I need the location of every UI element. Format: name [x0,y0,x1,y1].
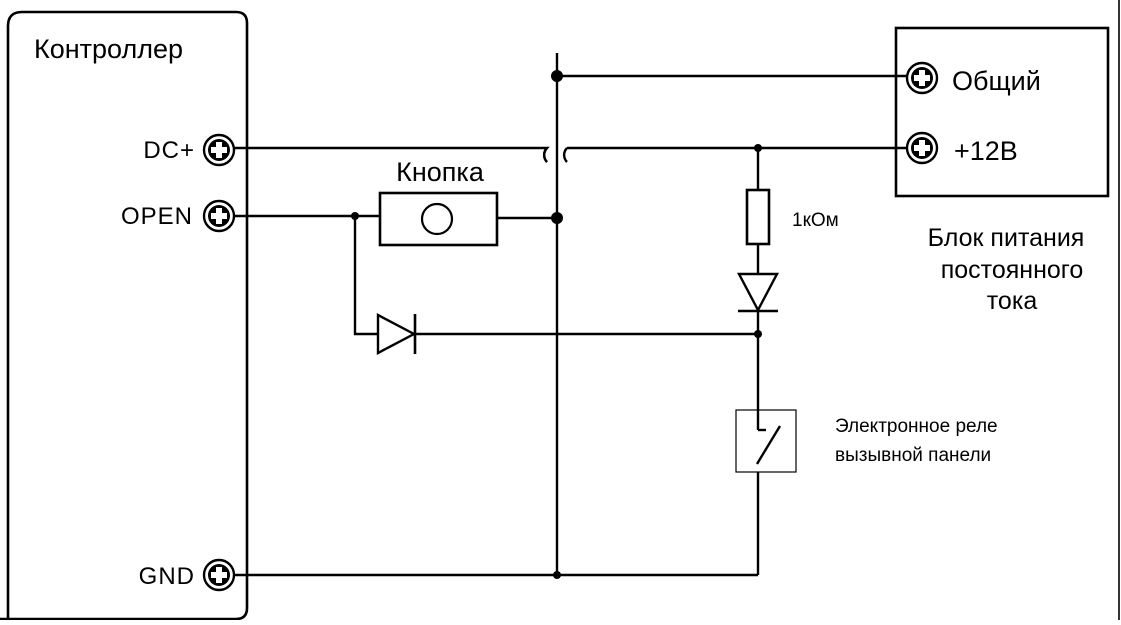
terminal-common-icon [905,61,939,95]
diode-vertical-icon [737,272,779,313]
junction-dot-gnd [553,571,561,579]
controller-box [0,10,249,621]
wire-crossover-jump [542,147,548,163]
wire-open-branch [353,216,378,336]
power-supply-caption-line-1: Блок питания [928,224,1085,252]
relay-caption-line-1: Электронное реле [835,416,998,437]
terminal-dc-plus-icon [202,133,236,167]
resistor-label: 1кОм [792,210,839,231]
wire-dc-plus [234,146,907,163]
pin-label-gnd: GND [139,563,195,590]
junction-dot-common [551,70,563,82]
power-supply-caption-line-2: постоянного [941,256,1084,284]
junction-dot-button [551,212,563,224]
relay-contact [755,425,782,465]
button-symbol-knob [420,202,454,236]
button-symbol [378,191,499,247]
junction-dot-relay [754,330,762,338]
pin-label-open: OPEN [121,203,193,230]
terminal-label-plus12: +12В [954,136,1018,166]
terminal-open-icon [202,199,236,233]
power-supply-box [894,26,1110,198]
pin-label-dc-plus: DC+ [143,137,195,164]
relay-box [735,409,797,473]
relay-caption-line-2: вызывной панели [835,445,991,466]
resistor-symbol [745,188,771,246]
diode-horizontal-icon [376,313,417,355]
power-supply-caption-line-3: тока [987,287,1038,315]
terminal-gnd-icon [202,558,236,592]
terminal-plus12-icon [905,131,939,165]
button-label: Кнопка [396,157,485,187]
junction-dot-plus12 [754,144,762,152]
terminal-label-common: Общий [952,66,1041,96]
controller-title: Контроллер [34,34,183,64]
junction-dot-open [351,212,359,220]
